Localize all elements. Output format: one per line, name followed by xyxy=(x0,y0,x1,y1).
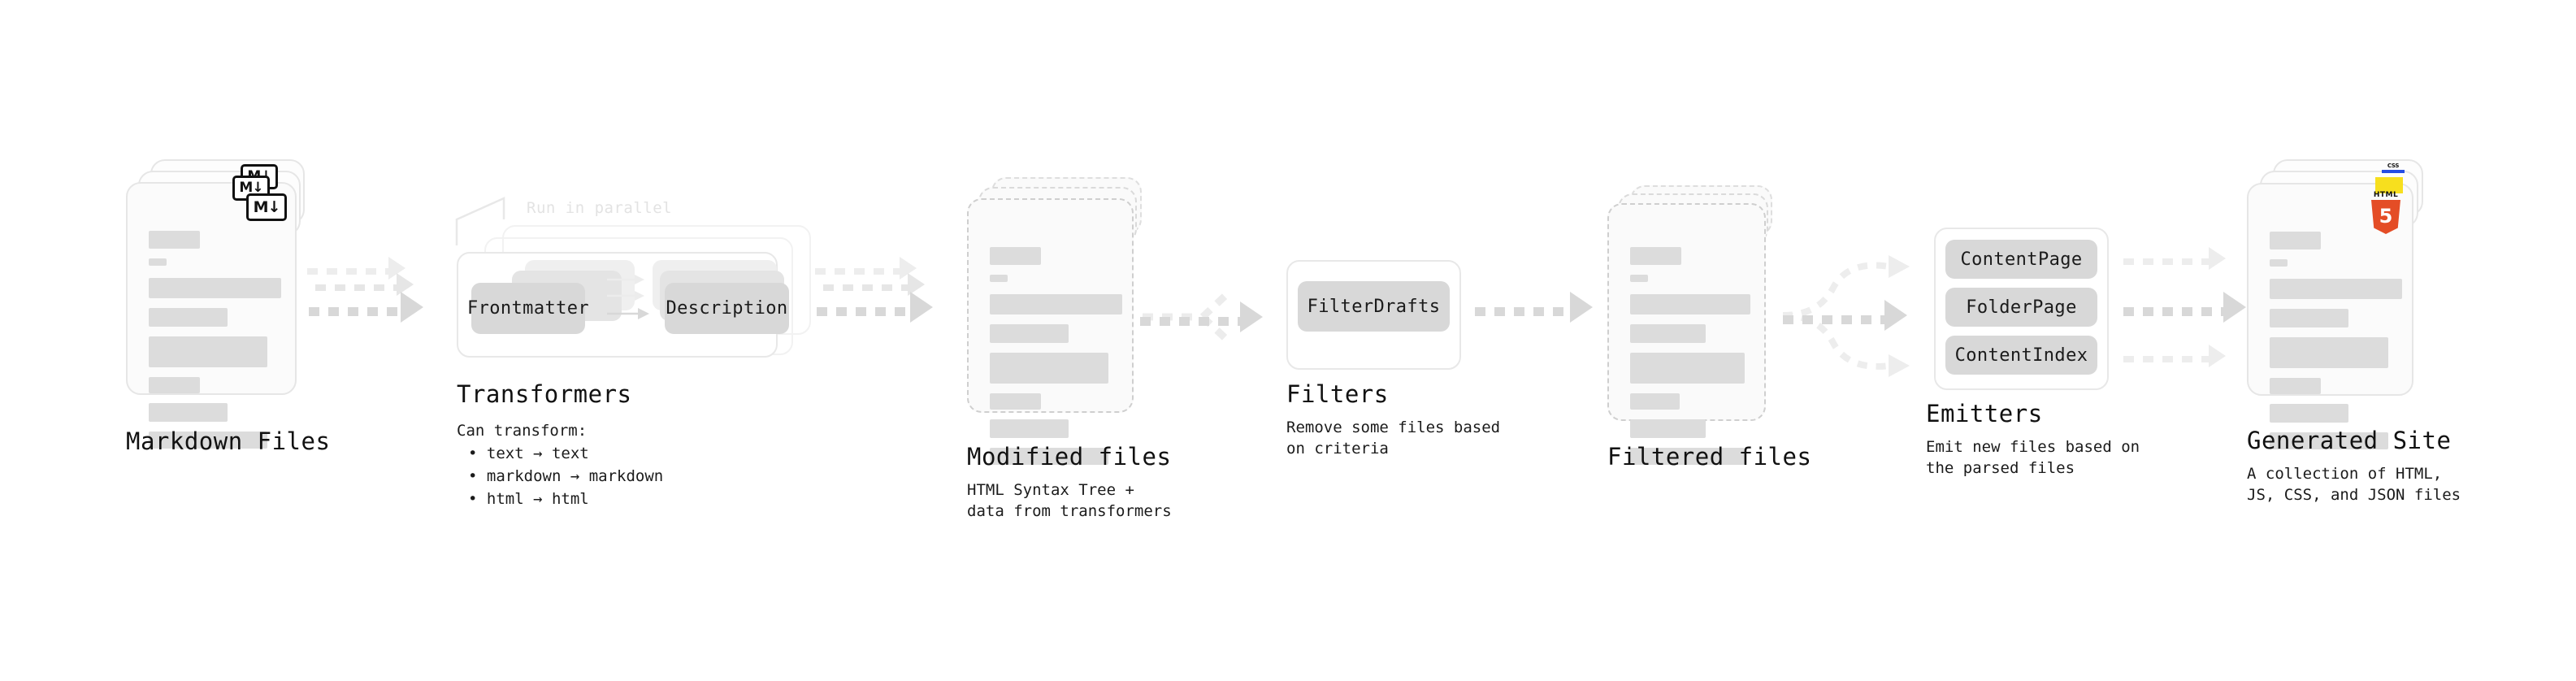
modified-files-title: Modified files xyxy=(967,443,1172,471)
generated-site-description: A collection of HTML, JS, CSS, and JSON … xyxy=(2247,465,2461,504)
markdown-file-content-lines xyxy=(149,231,281,458)
filter-node-label: FilterDrafts xyxy=(1307,296,1441,317)
transformers-description: Can transform: xyxy=(457,422,588,440)
emitter-node-contentpage[interactable]: ContentPage xyxy=(1945,240,2097,279)
run-in-parallel-label: Run in parallel xyxy=(527,199,673,217)
js-icon xyxy=(2375,177,2403,193)
markdown-file-card-front xyxy=(126,182,297,449)
html5-icon-label: HTML xyxy=(2373,191,2399,199)
emitters-description: Emit new files based on the parsed files xyxy=(1926,438,2140,477)
markdown-icon-glyph: M↓ xyxy=(253,197,281,216)
generated-site-stack: CSS HTML xyxy=(2247,159,2434,449)
transformers-bullet-item: • html → html xyxy=(468,490,589,508)
transformer-node-frontmatter[interactable]: Frontmatter xyxy=(467,283,589,334)
modified-files-description: HTML Syntax Tree + data from transformer… xyxy=(967,481,1172,520)
filtered-file-card-front xyxy=(1607,203,1766,465)
emitter-node-label: ContentPage xyxy=(1960,249,2083,270)
css-icon: CSS xyxy=(2381,163,2405,176)
run-in-parallel-bracket xyxy=(455,197,505,245)
modified-file-content-lines xyxy=(990,247,1122,475)
transformer-node-label: Description xyxy=(666,298,788,319)
emitter-node-folderpage[interactable]: FolderPage xyxy=(1945,288,2097,327)
transformers-bullet-item: • text → text xyxy=(468,445,589,462)
filters-title: Filters xyxy=(1286,380,1389,408)
transformers-bullet-item: • markdown → markdown xyxy=(468,467,664,485)
filtered-files-title: Filtered files xyxy=(1607,443,1812,471)
transformers-title: Transformers xyxy=(457,380,632,408)
filters-description: Remove some files based on criteria xyxy=(1286,419,1501,458)
modified-files-stack xyxy=(967,177,1146,465)
transformer-node-description[interactable]: Description xyxy=(665,283,789,334)
emitters-title: Emitters xyxy=(1926,400,2043,427)
html5-icon-shield xyxy=(2371,200,2400,234)
filter-node-filterdrafts[interactable]: FilterDrafts xyxy=(1298,281,1450,332)
markdown-icon-front: M↓ xyxy=(246,193,287,221)
filtered-file-content-lines xyxy=(1630,247,1750,475)
markdown-files-stack: M↓ M↓ M↓ xyxy=(126,159,305,449)
modified-file-card-front xyxy=(967,198,1134,465)
emitter-node-label: ContentIndex xyxy=(1954,345,2088,366)
generated-site-title: Generated Site xyxy=(2247,427,2452,454)
filtered-files-stack xyxy=(1607,185,1786,465)
transformers-bullet-list: • text → text • markdown → markdown • ht… xyxy=(468,442,663,510)
emitter-node-contentindex[interactable]: ContentIndex xyxy=(1945,336,2097,375)
css-icon-underline xyxy=(2382,170,2405,173)
transformer-node-label: Frontmatter xyxy=(466,298,590,319)
markdown-files-title: Markdown Files xyxy=(126,427,331,455)
html5-icon: HTML xyxy=(2367,191,2405,235)
transformer-inner-arrows xyxy=(607,275,649,319)
css-icon-label: CSS xyxy=(2387,163,2400,169)
generated-site-content-lines xyxy=(2270,232,2402,459)
emitter-node-label: FolderPage xyxy=(1966,297,2077,318)
markdown-icon-glyph: M↓ xyxy=(239,180,263,196)
